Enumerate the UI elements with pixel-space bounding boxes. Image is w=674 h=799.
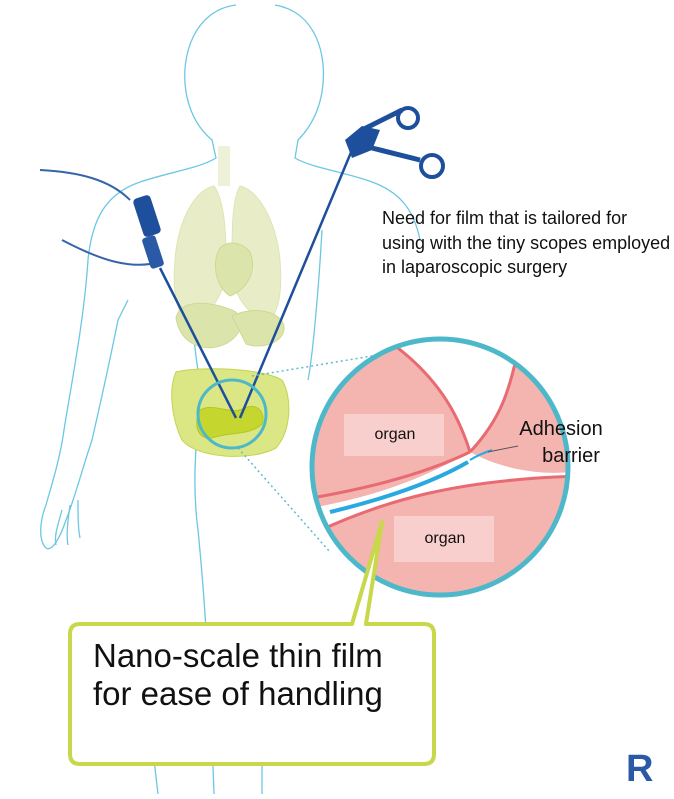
intestines [172, 369, 289, 457]
adhesion-label: Adhesion barrier [506, 416, 616, 470]
organ-label-top: organ [360, 426, 430, 444]
callout-text: Nano-scale thin film for ease of handlin… [93, 637, 423, 713]
adhesion-label-line2: barrier [506, 443, 616, 470]
adhesion-label-line1: Adhesion [506, 416, 616, 443]
logo-fragment: R [626, 748, 652, 791]
need-film-annotation: Need for film that is tailored for using… [382, 206, 672, 280]
organ-label-bottom: organ [410, 530, 480, 548]
